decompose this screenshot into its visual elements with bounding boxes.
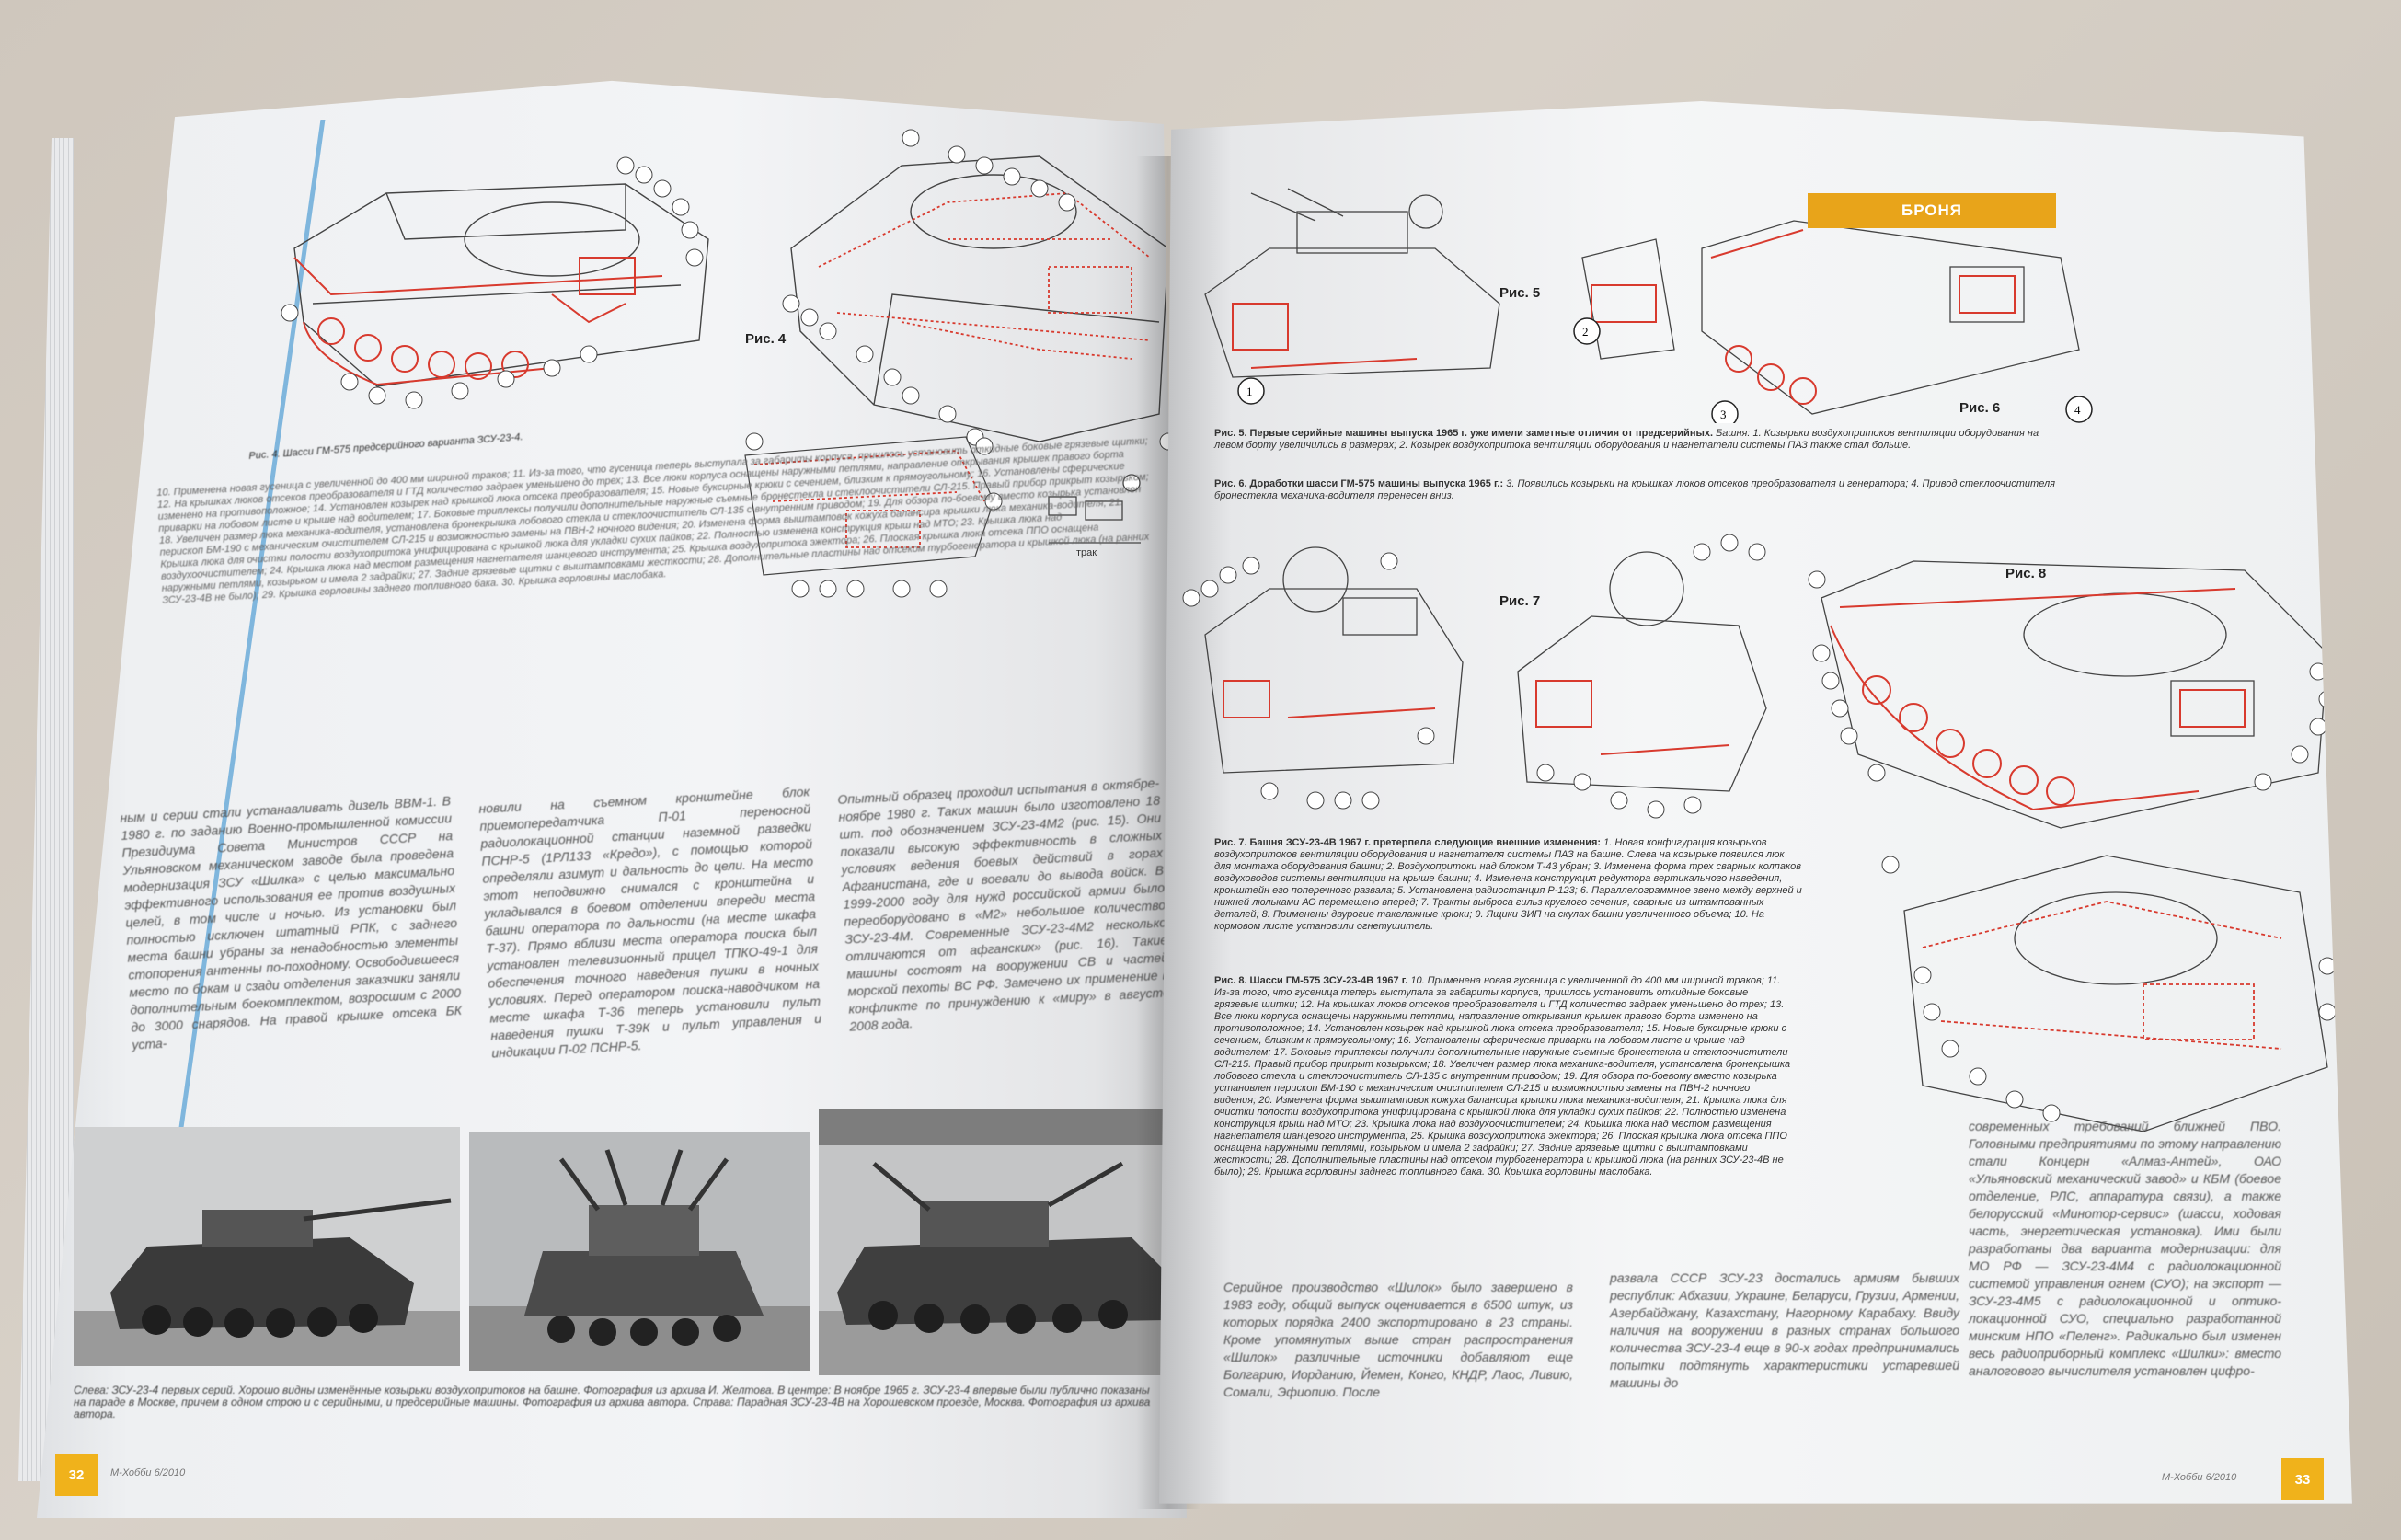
fig8-caption-title: Рис. 8. Шасси ГМ-575 ЗСУ-23-4В 1967 г.	[1214, 975, 1408, 986]
track-label: трак	[1076, 547, 1097, 558]
fig8-label: Рис. 8	[2005, 566, 2047, 581]
fig7-caption-title: Рис. 7. Башня ЗСУ-23-4В 1967 г. претерпе…	[1214, 837, 1602, 848]
left-column-1: ным и серии стали устанавливать дизель В…	[120, 793, 463, 1052]
fig5-label: Рис. 5	[1499, 285, 1541, 301]
track-link-drawing: трак	[1040, 469, 1159, 570]
fig6-chassis-drawing: 2 3 4	[1564, 202, 2097, 423]
fig7-caption: Рис. 7. Башня ЗСУ-23-4В 1967 г. претерпе…	[1214, 837, 1803, 933]
fig8-caption-body: 10. Применена новая гусеница с увеличенн…	[1214, 975, 1791, 1178]
right-column-3: современных требований ближней ПВО. Голо…	[1969, 1119, 2281, 1378]
fig4-label: Рис. 4	[745, 331, 787, 347]
fig5-caption-body: Башня: 1. Козырьки воздухопритоков венти…	[1214, 428, 2039, 451]
right-page: 1 Рис. 5 2 3 4	[1159, 101, 2352, 1504]
right-footer-text: М-Хобби 6/2010	[2162, 1472, 2237, 1483]
svg-text:1: 1	[1246, 385, 1253, 398]
fig4-chassis-drawing	[276, 138, 754, 414]
photo-zsu-23-4v-moscow	[819, 1109, 1187, 1375]
fig5-turret-drawing: 1	[1196, 184, 1527, 414]
fig8-rear-drawing	[1867, 837, 2346, 1141]
fig4-hull-drawing	[764, 110, 1187, 460]
left-page-number: 32	[55, 1454, 98, 1496]
section-tab: БРОНЯ	[1808, 193, 2056, 228]
fig4-caption: Рис. 4. Шасси ГМ-575 предсерийного вариа…	[248, 431, 523, 462]
photos-caption: Слева: ЗСУ-23-4 первых серий. Хорошо вид…	[74, 1384, 1151, 1420]
right-page-number: 33	[2281, 1458, 2324, 1500]
svg-text:3: 3	[1720, 408, 1727, 421]
magazine-spread: Рис. 4	[18, 46, 2383, 1518]
left-page: Рис. 4	[37, 80, 1187, 1518]
left-footer-text: М-Хобби 6/2010	[110, 1467, 186, 1478]
svg-text:2: 2	[1582, 325, 1589, 339]
fig7-caption-body: 1. Новая конфигурация козырьков воздухоп…	[1214, 837, 1802, 932]
svg-text:4: 4	[2074, 403, 2081, 417]
photo-zsu-early	[74, 1127, 460, 1366]
fig6-caption-body: 3. Появились козырьки на крышках люков о…	[1214, 478, 2056, 501]
fig6-label: Рис. 6	[1959, 400, 2001, 416]
left-column-3: Опытный образец проходил испытания в окт…	[837, 775, 1171, 1034]
fig8-chassis-drawing	[1803, 534, 2346, 837]
fig8-caption: Рис. 8. Шасси ГМ-575 ЗСУ-23-4В 1967 г. 1…	[1214, 975, 1794, 1178]
right-column-2: развала СССР ЗСУ-23 достались армиям быв…	[1610, 1270, 1959, 1390]
left-column-2: новили на съемном кронштейне блок приемо…	[478, 784, 822, 1061]
fig5-caption-title: Рис. 5. Первые серийные машины выпуска 1…	[1214, 428, 1714, 439]
photo-zsu-parade-1965	[469, 1132, 810, 1371]
fig7-label: Рис. 7	[1499, 593, 1541, 609]
fig7-turret-drawing	[1178, 524, 1785, 828]
fig5-caption: Рис. 5. Первые серийные машины выпуска 1…	[1214, 428, 2070, 452]
right-column-1: Серийное производство «Шилок» было завер…	[1223, 1280, 1573, 1399]
fig4-underside-drawing	[736, 419, 1012, 603]
fig4-caption-body: 10. Применена новая гусеница с увеличенн…	[156, 435, 1150, 606]
fig6-caption-title: Рис. 6. Доработки шасси ГМ-575 машины вы…	[1214, 478, 1504, 489]
fig6-caption: Рис. 6. Доработки шасси ГМ-575 машины вы…	[1214, 478, 2070, 502]
